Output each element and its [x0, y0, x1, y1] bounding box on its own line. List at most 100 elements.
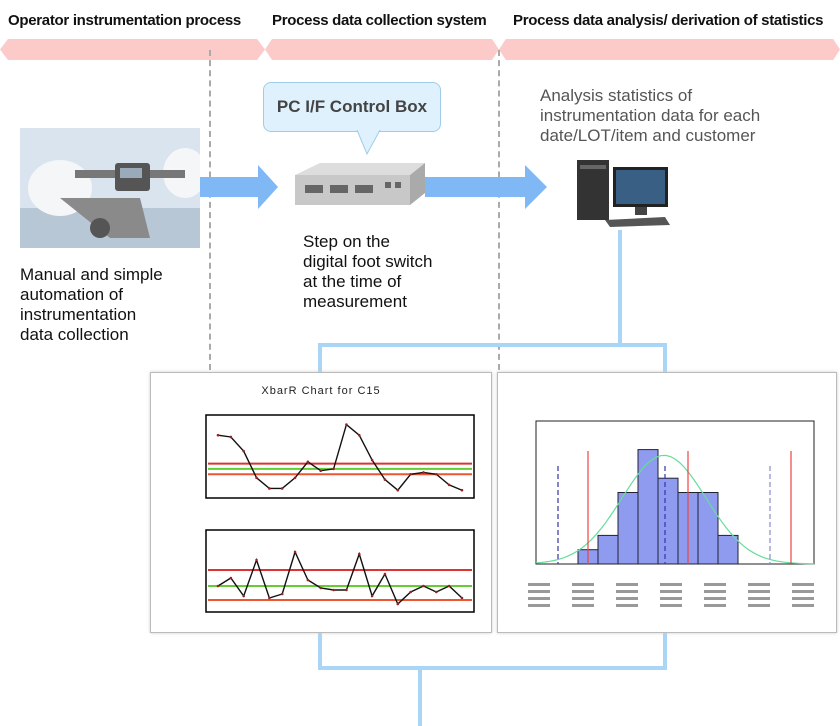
- data-point: [345, 423, 348, 426]
- connector-line: [318, 666, 667, 670]
- histogram-bar: [697, 492, 719, 565]
- data-point: [306, 460, 310, 464]
- data-point: [293, 476, 297, 480]
- statistics-text-block: [748, 590, 770, 593]
- data-point: [357, 433, 361, 437]
- statistics-text-block: [792, 583, 814, 586]
- data-point: [345, 588, 348, 592]
- data-point: [409, 590, 412, 594]
- data-point: [460, 596, 464, 600]
- data-point: [319, 469, 323, 472]
- stage-ribbon-analysis: [499, 39, 840, 60]
- statistics-text-block: [572, 590, 594, 593]
- statistics-text-block: [704, 597, 726, 600]
- data-point: [293, 550, 297, 554]
- data-point: [396, 488, 400, 492]
- histogram-bar: [617, 492, 639, 565]
- xbar-r-chart-panel: XbarR Chart for C15: [150, 372, 492, 633]
- caption-line: data collection: [20, 325, 129, 344]
- statistics-text-block: [572, 583, 594, 586]
- data-point: [255, 476, 258, 480]
- data-point: [268, 487, 271, 490]
- caption-line: measurement: [303, 292, 407, 311]
- capability-histogram: [528, 420, 815, 607]
- plot-frame: [205, 529, 475, 613]
- connector-line: [663, 343, 667, 373]
- caption-line: Manual and simple: [20, 265, 163, 284]
- statistics-text-block: [704, 590, 726, 593]
- histogram-bar: [717, 534, 739, 565]
- histogram-bar: [597, 534, 619, 565]
- caption-line: automation of: [20, 285, 124, 304]
- arrow-right-icon: [200, 165, 278, 209]
- stage-divider: [209, 50, 211, 370]
- data-point: [229, 435, 233, 439]
- data-point: [370, 458, 374, 462]
- data-point: [460, 488, 464, 492]
- statistics-text-block: [616, 597, 638, 600]
- data-point: [280, 592, 284, 596]
- stage-ribbon-collection: [265, 39, 499, 60]
- caption-line: date/LOT/item and customer: [540, 126, 756, 145]
- connector-line: [318, 343, 667, 347]
- statistics-text-block: [704, 604, 726, 607]
- statistics-text-block: [528, 597, 550, 600]
- data-point: [422, 471, 425, 474]
- control-box-callout: PC I/F Control Box: [263, 82, 441, 132]
- data-point: [242, 449, 245, 453]
- caption-line: Step on the: [303, 232, 390, 251]
- data-point: [268, 596, 271, 600]
- statistics-text-block: [616, 604, 638, 607]
- statistics-text-block: [616, 583, 638, 586]
- statistics-text-block: [748, 604, 770, 607]
- histogram-bar: [657, 477, 679, 565]
- data-point: [422, 584, 425, 588]
- data-point: [319, 586, 323, 590]
- series-line: [217, 423, 463, 492]
- data-point: [409, 472, 412, 476]
- caption-line: Analysis statistics of: [540, 86, 693, 105]
- series-line: [217, 550, 463, 606]
- data-point: [242, 594, 245, 598]
- statistics-text-block: [748, 597, 770, 600]
- control-box-device: [295, 163, 425, 205]
- data-point: [332, 467, 335, 471]
- data-point: [435, 472, 438, 476]
- computer-icon: [577, 160, 670, 227]
- chart-title: XbarR Chart for C15: [261, 385, 381, 397]
- data-point: [447, 483, 451, 487]
- statistics-text-block: [528, 604, 550, 607]
- normal-curve: [535, 454, 815, 565]
- data-point: [255, 558, 258, 562]
- data-point: [280, 487, 284, 490]
- data-point: [216, 584, 220, 588]
- statistics-text-block: [616, 590, 638, 593]
- data-point: [435, 590, 438, 594]
- statistics-text-block: [572, 604, 594, 607]
- statistics-text-block: [660, 604, 682, 607]
- micrometer-photo: [20, 128, 200, 248]
- data-point: [370, 594, 374, 598]
- data-point: [383, 478, 387, 481]
- caption-line: at the time of: [303, 272, 402, 291]
- caption-line: digital foot switch: [303, 252, 433, 271]
- stage-divider: [498, 50, 500, 370]
- data-point: [229, 576, 233, 580]
- statistics-text-block: [572, 597, 594, 600]
- data-point: [447, 584, 451, 588]
- statistics-text-block: [660, 590, 682, 593]
- statistics-text-block: [792, 597, 814, 600]
- connector-line: [618, 230, 622, 347]
- statistics-text-block: [528, 590, 550, 593]
- data-point: [216, 433, 220, 437]
- statistics-text-block: [660, 597, 682, 600]
- stage-ribbon-operator: [0, 39, 265, 60]
- statistics-text-block: [704, 583, 726, 586]
- callout-tail: [356, 129, 381, 156]
- caption-line: instrumentation: [20, 305, 137, 324]
- connector-line: [318, 343, 322, 373]
- data-point: [332, 588, 335, 592]
- statistics-text-block: [660, 583, 682, 586]
